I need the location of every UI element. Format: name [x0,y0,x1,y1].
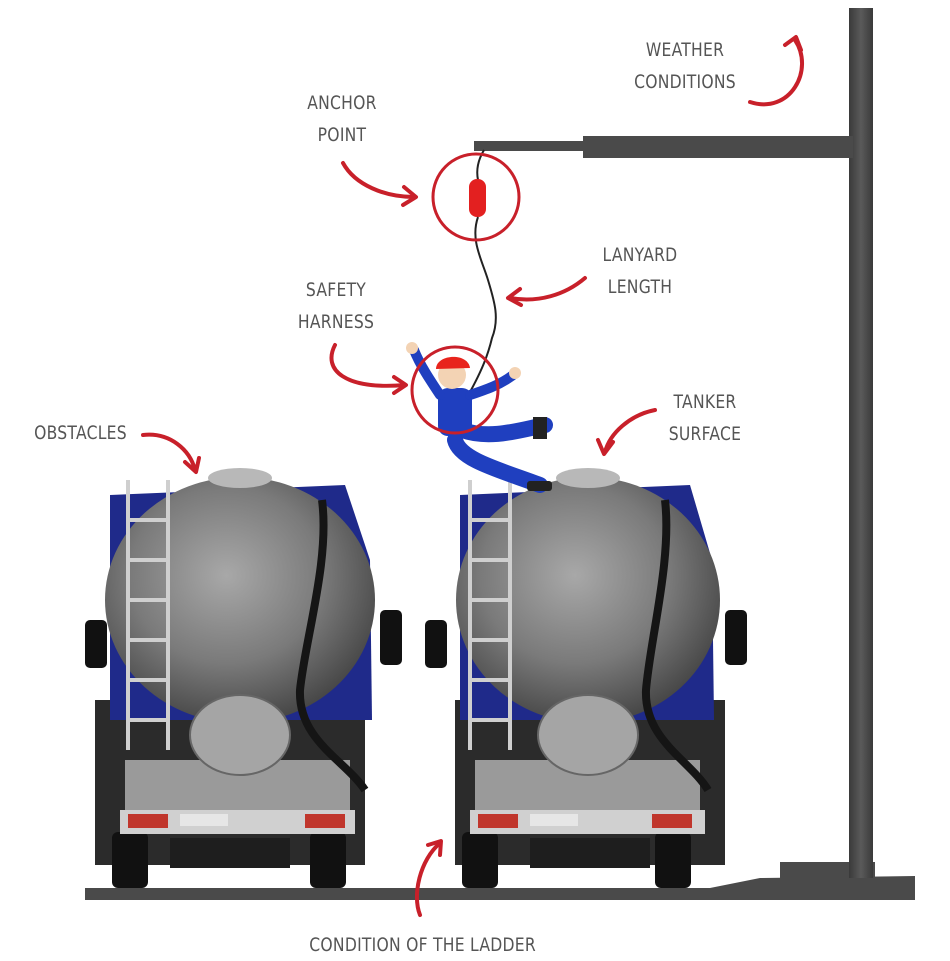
helmet-icon [436,357,470,369]
anchor-device [469,179,486,217]
weather-arrowhead [785,37,801,50]
ladder-condition-label: CONDITION OF THE LADDER [309,929,530,961]
ladder-arrow [417,843,440,915]
harness-arrow [331,345,405,386]
obstacles-label: OBSTACLES [29,417,132,449]
anchor-arrow [343,163,414,197]
tanker-truck-right [425,468,747,888]
tanker-truck-left [85,468,402,888]
weather-arrow [750,40,802,104]
falling-worker [406,342,552,491]
